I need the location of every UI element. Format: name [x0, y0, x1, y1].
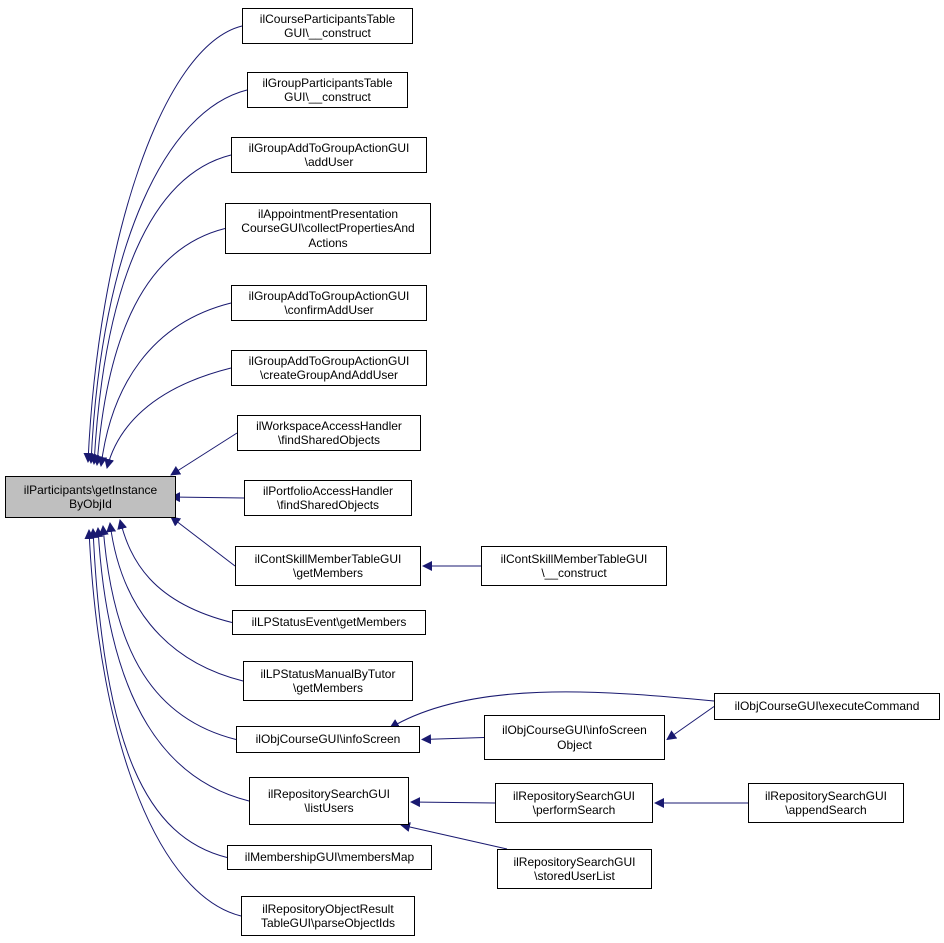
- function-node-n11[interactable]: ilLPStatusManualByTutor\getMembers: [243, 661, 413, 701]
- node-label-line: ilGroupAddToGroupActionGUI: [248, 353, 410, 368]
- node-label-line: ilContSkillMemberTableGUI: [500, 551, 648, 566]
- function-node-m3[interactable]: ilRepositorySearchGUI\performSearch: [495, 783, 653, 823]
- node-label-line: \createGroupAndAddUser: [259, 368, 399, 382]
- node-label-line: \storedUserList: [534, 869, 615, 883]
- node-label-line: ilRepositorySearchGUI: [513, 854, 636, 869]
- node-label-line: ilMembershipGUI\membersMap: [244, 850, 415, 865]
- node-label-line: GUI\__construct: [284, 90, 371, 104]
- node-label-line: ilRepositorySearchGUI: [267, 786, 391, 801]
- node-label-line: \confirmAddUser: [284, 303, 374, 317]
- node-label-line: GUI\__construct: [284, 26, 371, 40]
- call-edge: [88, 528, 228, 858]
- call-edge: [170, 432, 238, 476]
- call-edge: [170, 492, 245, 503]
- function-node-m5[interactable]: ilObjCourseGUI\executeCommand: [714, 693, 940, 720]
- node-label-line: \performSearch: [532, 803, 616, 817]
- call-edge: [106, 522, 244, 682]
- function-node-n3[interactable]: ilGroupAddToGroupActionGUI\addUser: [231, 137, 427, 173]
- node-label-line: \findSharedObjects: [276, 498, 380, 512]
- call-edge: [89, 154, 232, 465]
- node-label-line: ilRepositorySearchGUI: [512, 788, 636, 803]
- function-node-n13[interactable]: ilRepositorySearchGUI\listUsers: [249, 777, 409, 825]
- node-label-line: ilLPStatusManualByTutor: [260, 666, 396, 681]
- node-label-line: TableGUI\parseObjectIds: [260, 916, 396, 930]
- function-node-n10[interactable]: ilLPStatusEvent\getMembers: [232, 610, 426, 635]
- node-label-line: \addUser: [304, 155, 354, 169]
- call-edge: [98, 525, 237, 740]
- function-node-n12[interactable]: ilObjCourseGUI\infoScreen: [236, 726, 420, 753]
- call-edge: [97, 302, 232, 467]
- call-edge: [104, 367, 232, 469]
- call-edge: [83, 25, 243, 463]
- call-edge: [117, 519, 233, 623]
- node-label-line: \findSharedObjects: [277, 433, 381, 447]
- node-label-line: ilObjCourseGUI\executeCommand: [734, 699, 920, 714]
- node-label-line: Object: [557, 737, 592, 752]
- function-node-n8[interactable]: ilPortfolioAccessHandler\findSharedObjec…: [244, 480, 412, 516]
- graph-edges: [83, 25, 748, 917]
- node-label-line: ilGroupAddToGroupActionGUI: [248, 140, 410, 155]
- node-label-line: ilCourseParticipantsTable: [259, 11, 396, 26]
- node-label-line: \getMembers: [292, 681, 364, 695]
- node-label-line: \getMembers: [292, 566, 364, 580]
- function-node-n14[interactable]: ilMembershipGUI\membersMap: [227, 845, 432, 870]
- call-edge: [666, 706, 715, 741]
- function-node-n5[interactable]: ilGroupAddToGroupActionGUI\confirmAddUse…: [231, 285, 427, 321]
- call-edge: [400, 822, 508, 850]
- node-label-line: ilContSkillMemberTableGUI: [254, 551, 402, 566]
- function-node-m1[interactable]: ilContSkillMemberTableGUI\__construct: [481, 546, 667, 586]
- node-label-line: ilPortfolioAccessHandler: [262, 483, 394, 498]
- node-label-line: ilRepositoryObjectResult: [262, 901, 394, 916]
- node-label-line: \listUsers: [304, 801, 354, 815]
- node-label-line: Actions: [308, 235, 348, 250]
- node-label-line: ilGroupAddToGroupActionGUI: [248, 288, 410, 303]
- function-node-m4[interactable]: ilRepositorySearchGUI\storedUserList: [497, 849, 652, 889]
- node-label-line: ilGroupParticipantsTable: [262, 75, 393, 90]
- call-edge: [170, 516, 236, 567]
- node-label-line: \appendSearch: [785, 803, 867, 817]
- call-edge: [410, 797, 496, 808]
- node-label-line: ilWorkspaceAccessHandler: [256, 418, 402, 433]
- call-edge: [93, 527, 250, 802]
- node-label-line: ilObjCourseGUI\infoScreen: [502, 723, 647, 737]
- function-node-n9[interactable]: ilContSkillMemberTableGUI\getMembers: [235, 546, 421, 586]
- node-label-line: CourseGUI\collectPropertiesAnd: [241, 221, 415, 236]
- node-label-line: ilAppointmentPresentation: [257, 206, 399, 221]
- node-label-line: ilLPStatusEvent\getMembers: [251, 615, 407, 630]
- node-label-line: ilObjCourseGUI\infoScreen: [255, 732, 401, 747]
- node-label-line: ilRepositorySearchGUI: [764, 788, 888, 803]
- node-label-line: \__construct: [541, 566, 607, 580]
- call-edge: [92, 228, 226, 466]
- call-edge: [84, 529, 242, 917]
- node-label-line: ilParticipants\getInstance: [23, 482, 158, 497]
- function-node-n6[interactable]: ilGroupAddToGroupActionGUI\createGroupAn…: [231, 350, 427, 386]
- function-node-n7[interactable]: ilWorkspaceAccessHandler\findSharedObjec…: [237, 415, 421, 451]
- node-label-line: ByObjId: [69, 497, 112, 511]
- function-node-m6[interactable]: ilRepositorySearchGUI\appendSearch: [748, 783, 904, 823]
- call-edge: [86, 89, 248, 464]
- call-edge: [421, 734, 485, 745]
- call-edge: [389, 691, 715, 729]
